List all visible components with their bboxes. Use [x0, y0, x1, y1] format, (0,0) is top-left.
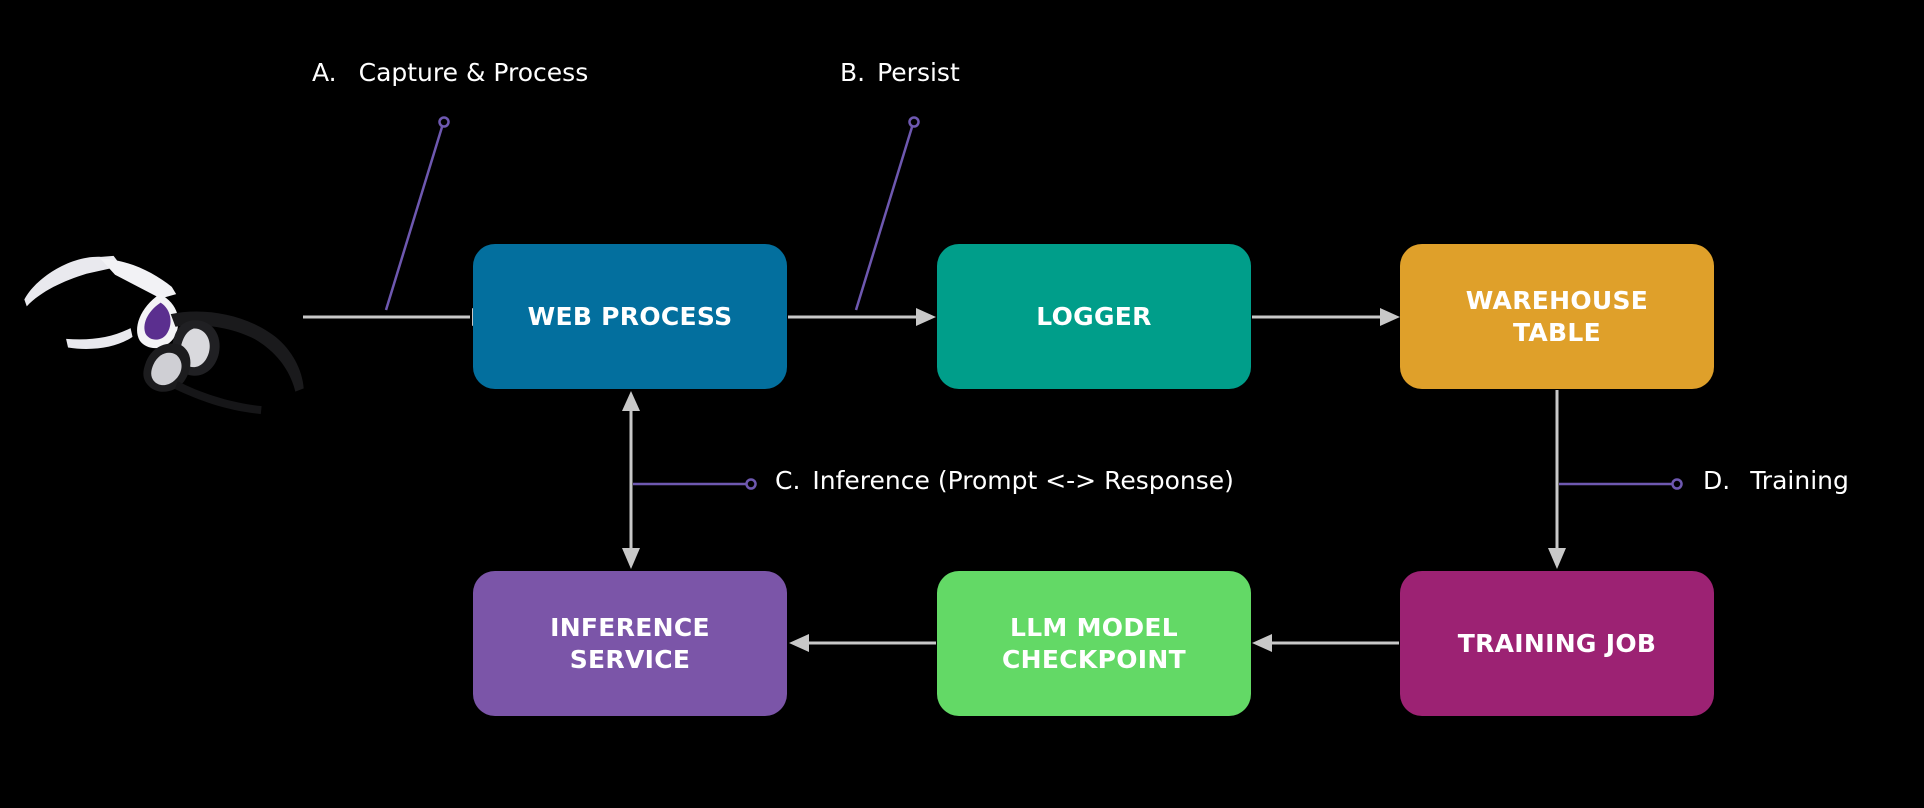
callout-c-letter: C.	[775, 466, 801, 495]
arrowhead-training-job	[1548, 548, 1566, 569]
arrowhead-logger	[916, 308, 936, 326]
callout-b-dot	[908, 116, 920, 128]
llm-model-checkpoint-label-line2: CHECKPOINT	[1002, 644, 1186, 674]
inference-service-label-line1: INFERENCE	[550, 612, 710, 642]
smart-glasses-icon	[24, 255, 304, 415]
arrowhead-inference-service	[789, 634, 809, 652]
callout-a-letter: A.	[312, 58, 337, 87]
callout-leaders	[384, 116, 1683, 490]
callout-a: A. Capture & Process	[312, 58, 588, 88]
web-process-label: WEB PROCESS	[527, 301, 733, 331]
callout-c: C. Inference (Prompt <-> Response)	[775, 466, 1234, 496]
callout-b-leader	[854, 126, 914, 311]
callout-b-letter: B.	[840, 58, 866, 87]
inference-service-node: INFERENCE SERVICE	[473, 571, 787, 716]
llm-model-checkpoint-node: LLM MODEL CHECKPOINT	[937, 571, 1251, 716]
callout-c-text: Inference (Prompt <-> Response)	[812, 466, 1234, 495]
arrowhead-inference-up	[622, 391, 640, 411]
flow-arrows	[303, 308, 1566, 652]
inference-service-label-line2: SERVICE	[569, 644, 691, 674]
warehouse-table-node: WAREHOUSE TABLE	[1400, 244, 1714, 389]
black-glasses	[143, 311, 304, 415]
callout-d-text: Training	[1750, 466, 1849, 495]
callout-a-text: Capture & Process	[358, 58, 589, 87]
arrowhead-inference-down	[622, 548, 640, 569]
training-job-node: TRAINING JOB	[1400, 571, 1714, 716]
logger-label: LOGGER	[1036, 301, 1152, 331]
callout-d-letter: D.	[1703, 466, 1731, 495]
callout-b-text: Persist	[877, 58, 960, 87]
llm-model-checkpoint-label-line1: LLM MODEL	[1009, 612, 1179, 642]
training-job-label: TRAINING JOB	[1457, 628, 1657, 658]
callout-a-leader	[384, 126, 444, 311]
warehouse-table-label-line1: WAREHOUSE	[1465, 285, 1649, 315]
logger-node: LOGGER	[937, 244, 1251, 389]
callout-d: D. Training	[1703, 466, 1849, 496]
arrowhead-checkpoint	[1252, 634, 1272, 652]
white-glasses	[24, 255, 179, 349]
callout-d-dot	[1671, 478, 1683, 490]
arrowhead-warehouse	[1380, 308, 1400, 326]
callout-b: B. Persist	[840, 58, 960, 88]
web-process-node: WEB PROCESS	[473, 244, 787, 389]
callout-a-dot	[438, 116, 450, 128]
callout-c-dot	[745, 478, 757, 490]
warehouse-table-label-line2: TABLE	[1512, 317, 1602, 347]
